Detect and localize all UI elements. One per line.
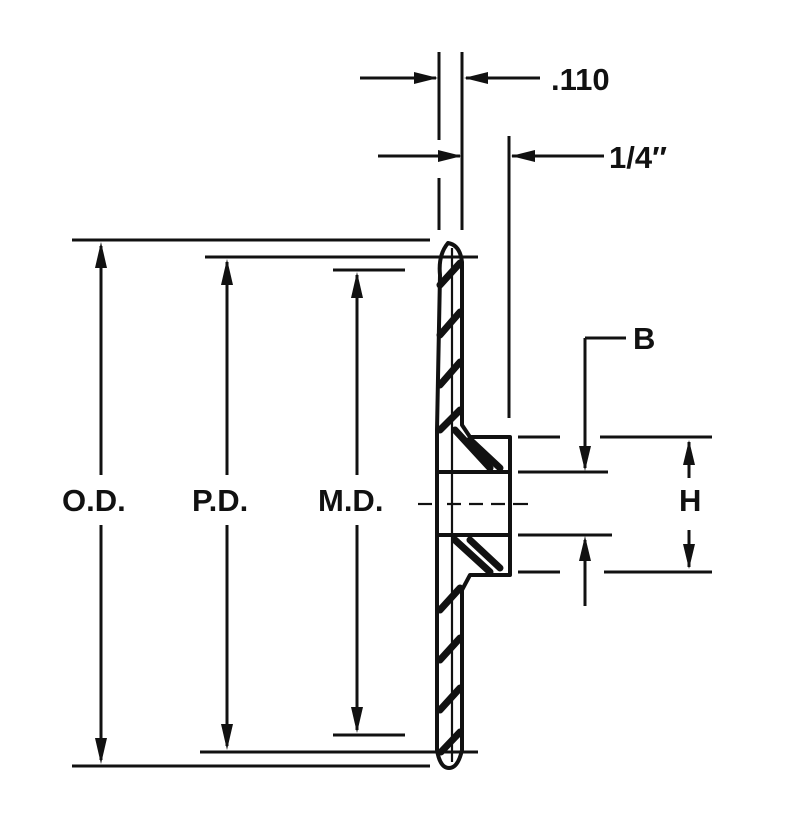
bore-label: B — [633, 321, 655, 356]
md-dimension — [351, 272, 363, 733]
outside-diameter-label: O.D. — [62, 483, 126, 518]
web-thickness-label: .110 — [551, 62, 610, 97]
bore-dimension — [579, 336, 626, 606]
pd-dimension — [221, 259, 233, 750]
hub-projection-label: 1/4″ — [609, 140, 667, 175]
plate-outline — [435, 241, 512, 770]
od-dimension — [95, 242, 107, 764]
plate-hatching — [436, 259, 464, 756]
hub-diameter-dimension — [683, 440, 695, 569]
hub-projection-dimension — [378, 150, 604, 162]
sprocket-profile — [418, 241, 528, 770]
hub-section — [418, 426, 528, 576]
web-thickness-dimension — [360, 72, 540, 84]
extension-lines — [72, 52, 712, 768]
hub-diameter-label: H — [679, 483, 701, 518]
pitch-diameter-label: P.D. — [192, 483, 248, 518]
minor-diameter-label: M.D. — [318, 483, 383, 518]
